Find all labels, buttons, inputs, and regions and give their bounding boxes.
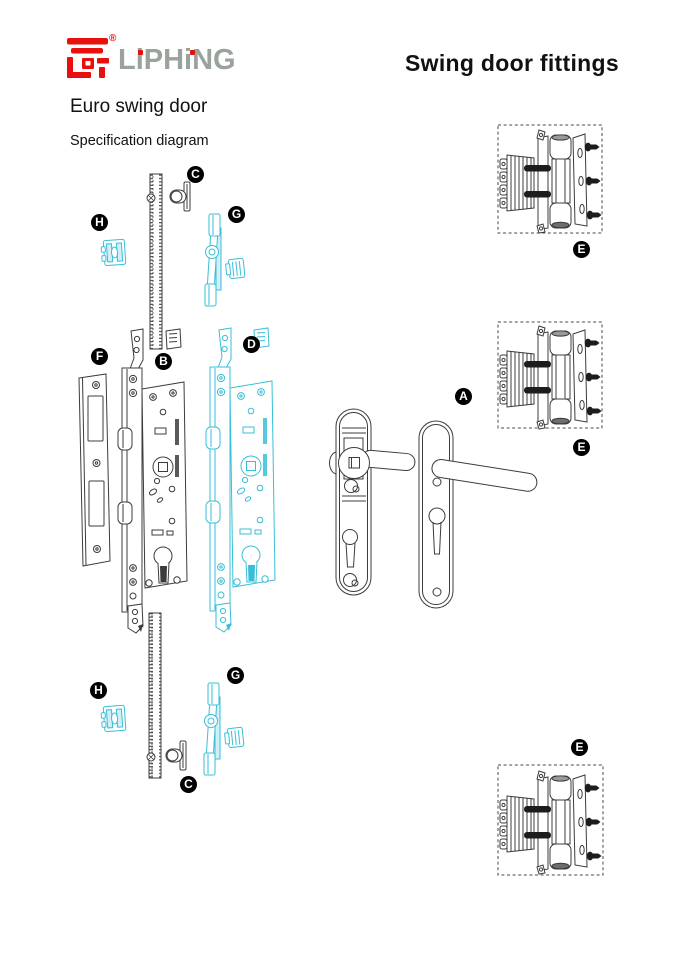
brand-i-dot: [138, 50, 143, 55]
page-title: Swing door fittings: [405, 50, 619, 76]
strike-plate-drawing: [78, 373, 111, 567]
part-label-e-bottom: E: [571, 739, 588, 756]
roller-cam-bottom-drawing: [165, 740, 187, 771]
hinge-box-top: [497, 124, 603, 234]
part-label-b: B: [155, 353, 172, 370]
clip-top-drawing: [100, 238, 127, 267]
shootbolt-guide-bottom-drawing: [203, 682, 245, 776]
product-heading: Euro swing door: [70, 96, 208, 117]
part-label-a: A: [455, 388, 472, 405]
drive-rod-top-drawing: [146, 173, 163, 350]
lock-body-d-drawing: [205, 327, 276, 633]
hinge-box-middle: [497, 321, 603, 429]
part-label-h-bottom: H: [90, 682, 107, 699]
brand-logo-icon: [67, 38, 109, 78]
hinge-top-drawing: [499, 129, 602, 234]
hinge-box-bottom: [497, 764, 604, 876]
hinge-middle-drawing: [499, 325, 602, 430]
shootbolt-guide-top-drawing: [204, 213, 246, 307]
brand-name: LiPHiNG: [118, 44, 236, 76]
registered-trademark: ®: [109, 33, 117, 44]
part-label-e-middle: E: [573, 439, 590, 456]
handle-back-drawing: [329, 408, 416, 596]
hinge-bottom-drawing: [499, 770, 602, 875]
part-label-e-top: E: [573, 241, 590, 258]
part-label-c-top: C: [187, 166, 204, 183]
handle-front-drawing: [418, 420, 538, 609]
clip-bottom-drawing: [100, 704, 127, 733]
part-label-g-bottom: G: [227, 667, 244, 684]
drive-rod-bottom-drawing: [146, 612, 162, 779]
section-heading: Specification diagram: [70, 133, 209, 149]
part-label-h-top: H: [91, 214, 108, 231]
roller-cam-top-drawing: [169, 181, 191, 212]
part-label-f: F: [91, 348, 108, 365]
brand-i-dot: [190, 50, 195, 55]
part-label-c-bottom: C: [180, 776, 197, 793]
part-label-g-top: G: [228, 206, 245, 223]
part-label-d: D: [243, 336, 260, 353]
lock-body-b-drawing: [117, 328, 188, 634]
